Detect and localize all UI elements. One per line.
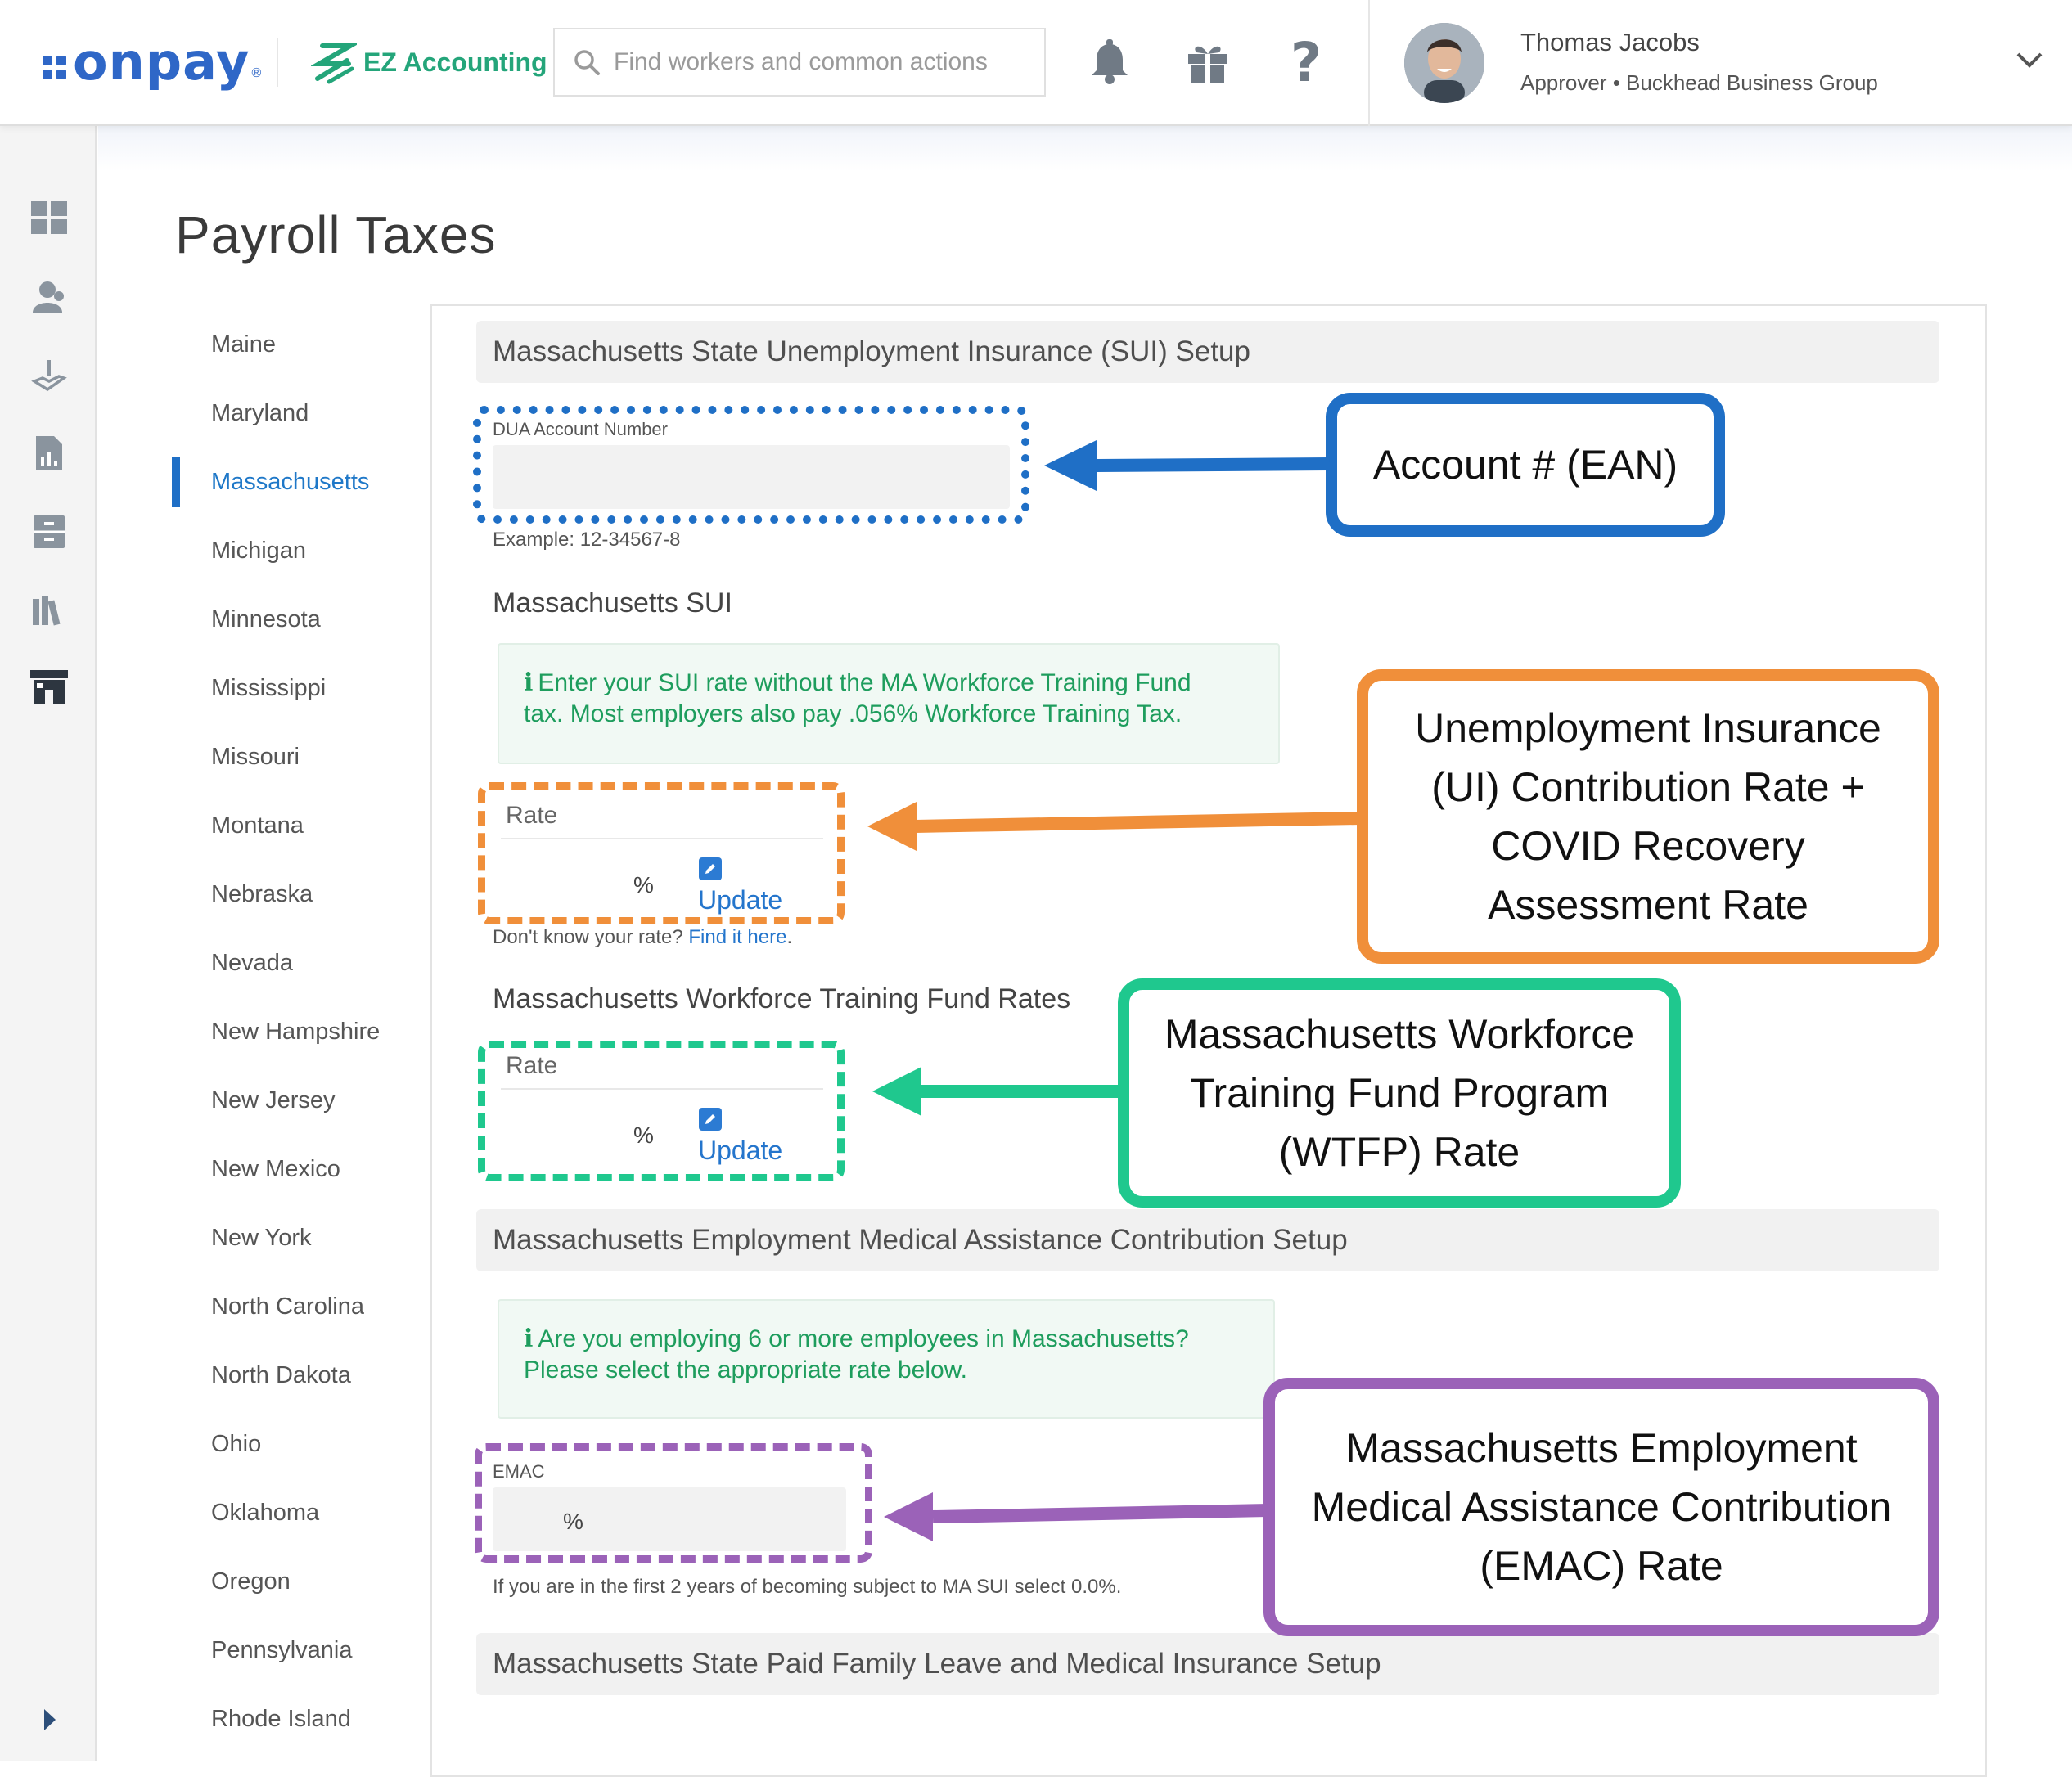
edit-pencil-icon[interactable]: [699, 857, 722, 880]
state-item[interactable]: North Carolina: [211, 1293, 364, 1320]
wtf-rate-label: Rate: [506, 1052, 558, 1079]
emac-setup-header[interactable]: Massachusetts Employment Medical Assista…: [476, 1209, 1939, 1271]
emac-callout: Massachusetts Employment Medical Assista…: [1263, 1378, 1939, 1636]
reports-icon[interactable]: [28, 432, 70, 475]
filing-cabinet-icon[interactable]: [28, 511, 70, 553]
state-item[interactable]: North Dakota: [211, 1362, 351, 1388]
avatar[interactable]: [1404, 23, 1484, 103]
state-item[interactable]: Ohio: [211, 1431, 262, 1457]
state-item[interactable]: New York: [211, 1225, 312, 1251]
state-item[interactable]: Pennsylvania: [211, 1637, 353, 1663]
ez-accounting-label: EZ Accounting: [363, 47, 547, 77]
pfml-setup-header[interactable]: Massachusetts State Paid Family Leave an…: [476, 1633, 1939, 1695]
chevron-down-icon[interactable]: [2015, 49, 2044, 76]
sui-rate-update-button[interactable]: Update: [698, 885, 783, 915]
account-highlight-box: [473, 406, 1029, 524]
dont-know-prefix: Don't know your rate?: [493, 926, 683, 948]
emac-info-line2: Please select the appropriate rate below…: [524, 1356, 968, 1383]
emac-select[interactable]: [493, 1487, 846, 1551]
sui-info-line2: tax. Most employers also pay .056% Workf…: [524, 700, 1182, 727]
emac-helper-text: If you are in the first 2 years of becom…: [493, 1576, 1122, 1598]
payroll-hand-icon[interactable]: [28, 353, 70, 396]
active-state-indicator: [172, 457, 180, 507]
top-header: onpay ® EZ Accounting Find workers and c…: [0, 0, 2072, 126]
state-item[interactable]: Oregon: [211, 1568, 291, 1595]
info-icon: i: [524, 1325, 534, 1353]
wtf-rate-divider: [501, 1088, 823, 1090]
dashboard-icon[interactable]: [28, 196, 70, 239]
onpay-logo[interactable]: onpay ®: [43, 31, 262, 92]
emac-highlight-box: [475, 1443, 872, 1563]
search-icon: [574, 50, 600, 75]
help-question-icon[interactable]: ?: [1290, 30, 1322, 94]
sui-rate-divider: [501, 838, 823, 839]
ez-accounting-link[interactable]: EZ Accounting: [311, 36, 547, 88]
header-divider: [1368, 0, 1370, 126]
state-item[interactable]: Nevada: [211, 950, 293, 976]
sui-rate-unit: %: [633, 872, 654, 897]
left-nav-rail: [0, 126, 97, 1761]
wtf-rate-update-button[interactable]: Update: [698, 1136, 783, 1165]
search-input[interactable]: Find workers and common actions: [553, 28, 1046, 97]
dua-account-input[interactable]: [493, 445, 1010, 509]
notifications-bell-icon[interactable]: [1085, 36, 1134, 88]
search-placeholder: Find workers and common actions: [614, 48, 988, 75]
state-item[interactable]: Montana: [211, 812, 304, 839]
gift-icon[interactable]: [1183, 36, 1232, 88]
emac-label: EMAC: [493, 1461, 545, 1482]
user-role: Approver • Buckhead Business Group: [1520, 70, 1878, 95]
state-item[interactable]: New Jersey: [211, 1087, 336, 1113]
dua-example-text: Example: 12-34567-8: [493, 529, 681, 551]
logo-dots-icon: [43, 55, 66, 79]
sui-heading: Massachusetts SUI: [493, 587, 732, 619]
wtf-heading: Massachusetts Workforce Training Fund Ra…: [493, 983, 1071, 1014]
dua-account-label: DUA Account Number: [493, 419, 668, 439]
header-divider: [277, 38, 278, 87]
emac-info-line1: Are you employing 6 or more employees in…: [538, 1325, 1189, 1352]
account-callout: Account # (EAN): [1326, 393, 1725, 537]
dont-know-suffix: .: [786, 926, 793, 948]
state-item[interactable]: Michigan: [211, 538, 307, 564]
header-fade: [98, 126, 2072, 172]
edit-pencil-icon[interactable]: [699, 1108, 722, 1131]
state-item[interactable]: New Hampshire: [211, 1019, 381, 1045]
state-item[interactable]: Rhode Island: [211, 1706, 351, 1732]
state-item[interactable]: Nebraska: [211, 881, 313, 907]
state-item[interactable]: New Mexico: [211, 1156, 340, 1182]
ui-rate-callout: Unemployment Insurance (UI) Contribution…: [1357, 669, 1939, 964]
store-icon[interactable]: [28, 666, 70, 709]
state-item[interactable]: Oklahoma: [211, 1500, 320, 1526]
state-item[interactable]: Minnesota: [211, 606, 321, 632]
logo-registered-mark: ®: [251, 66, 262, 80]
dont-know-rate-text: Don't know your rate? Find it here.: [493, 926, 792, 949]
find-it-here-link[interactable]: Find it here: [688, 926, 787, 948]
people-icon[interactable]: [28, 275, 70, 317]
ez-accounting-icon: [311, 43, 357, 84]
wtfp-highlight-box: [478, 1041, 845, 1181]
state-item[interactable]: Maine: [211, 331, 276, 358]
sui-rate-label: Rate: [506, 802, 558, 829]
expand-rail-icon[interactable]: [28, 1698, 70, 1741]
state-item[interactable]: Maryland: [211, 400, 309, 426]
state-item[interactable]: Mississippi: [211, 675, 327, 701]
page-title: Payroll Taxes: [175, 205, 497, 264]
wtf-rate-unit: %: [633, 1122, 654, 1148]
sui-setup-header[interactable]: Massachusetts State Unemployment Insuran…: [476, 321, 1939, 383]
library-books-icon[interactable]: [28, 589, 70, 632]
logo-text: onpay: [73, 31, 250, 92]
wtfp-callout: Massachusetts Workforce Training Fund Pr…: [1118, 978, 1681, 1208]
info-icon: i: [524, 668, 534, 697]
state-item[interactable]: Massachusetts: [211, 469, 370, 495]
state-item[interactable]: Missouri: [211, 744, 300, 770]
emac-unit: %: [563, 1509, 583, 1534]
user-name[interactable]: Thomas Jacobs: [1520, 28, 1700, 56]
ui-rate-highlight-box: [478, 782, 845, 924]
sui-info-line1: Enter your SUI rate without the MA Workf…: [538, 669, 1191, 696]
